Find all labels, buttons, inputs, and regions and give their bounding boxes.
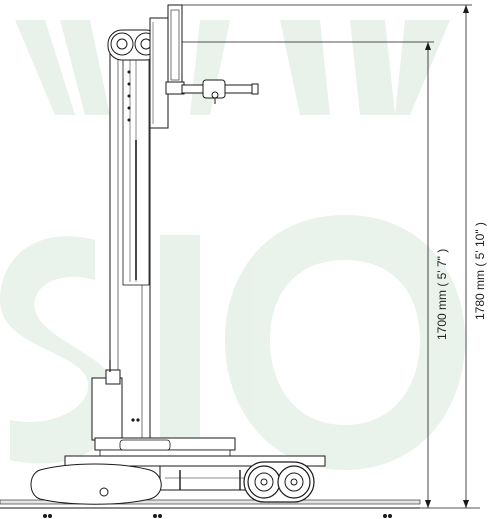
- dimension-lines: [175, 4, 480, 509]
- floor-feet: [43, 514, 392, 518]
- floor: [0, 499, 421, 509]
- dimension-label-inner: 1700 mm ( 5' 7" ): [435, 249, 449, 340]
- wheel-assembly: [243, 461, 315, 503]
- carriage-assembly: [149, 4, 259, 129]
- dimension-label-outer: 1780 mm ( 5' 10" ): [473, 222, 487, 320]
- base-platform: [64, 437, 326, 491]
- left-outrigger-pad: [30, 463, 162, 505]
- watermark: [0, 20, 465, 470]
